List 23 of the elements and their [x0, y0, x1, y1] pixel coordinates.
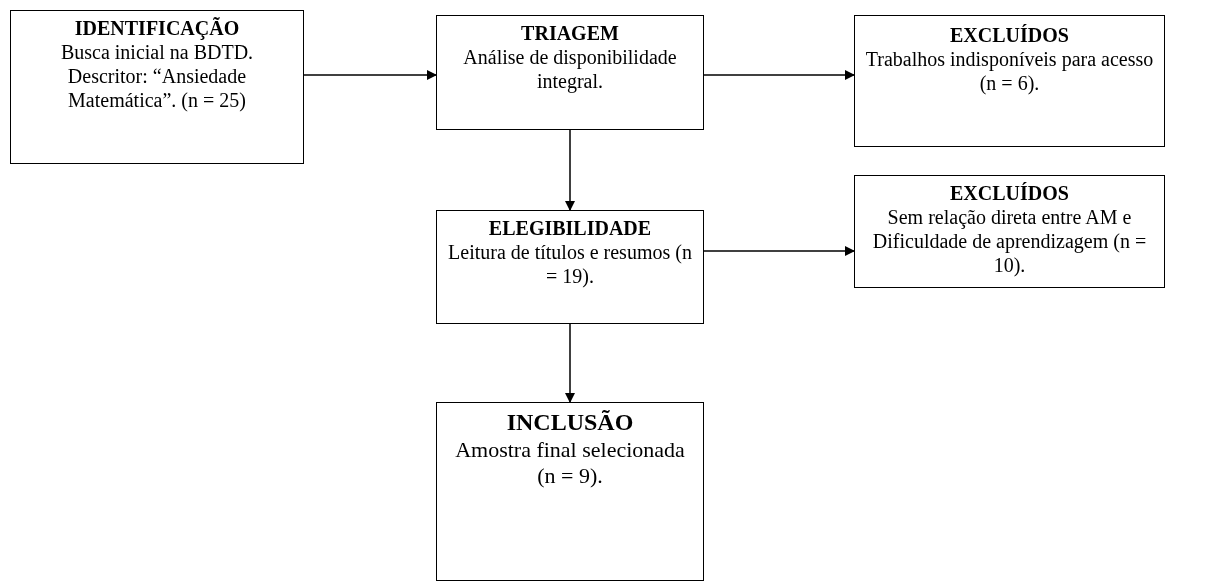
box-text: Análise de disponibilidade integral.: [462, 45, 678, 93]
box-heading: IDENTIFICAÇÃO: [74, 17, 240, 40]
box-heading: INCLUSÃO: [506, 409, 634, 437]
arrow: [703, 246, 855, 256]
box-heading: ELEGIBILIDADE: [488, 217, 652, 240]
box-heading: TRIAGEM: [521, 22, 619, 45]
box-text: Busca inicial na BDTD. Descritor: “Ansiedade Matemática”. (n = 25): [59, 40, 255, 112]
box-text: Trabalhos indisponíveis para acesso (n = 6).: [865, 47, 1154, 95]
process-box: [436, 402, 704, 581]
arrow: [565, 129, 575, 211]
process-box: [436, 210, 704, 324]
arrow: [703, 70, 855, 80]
process-box: [854, 175, 1165, 288]
box-text: Sem relação direta entre AM e Dificuldade de aprendizagem (n = 10).: [871, 205, 1148, 277]
process-box: [10, 10, 304, 164]
process-box: [436, 15, 704, 130]
arrow: [303, 70, 437, 80]
arrow: [565, 323, 575, 403]
box-heading: EXCLUÍDOS: [950, 182, 1069, 205]
box-text: Amostra final selecionada (n = 9).: [454, 436, 686, 490]
process-box: [854, 15, 1165, 147]
box-heading: EXCLUÍDOS: [950, 24, 1069, 47]
box-text: Leitura de títulos e resumos (n = 19).: [447, 240, 693, 288]
